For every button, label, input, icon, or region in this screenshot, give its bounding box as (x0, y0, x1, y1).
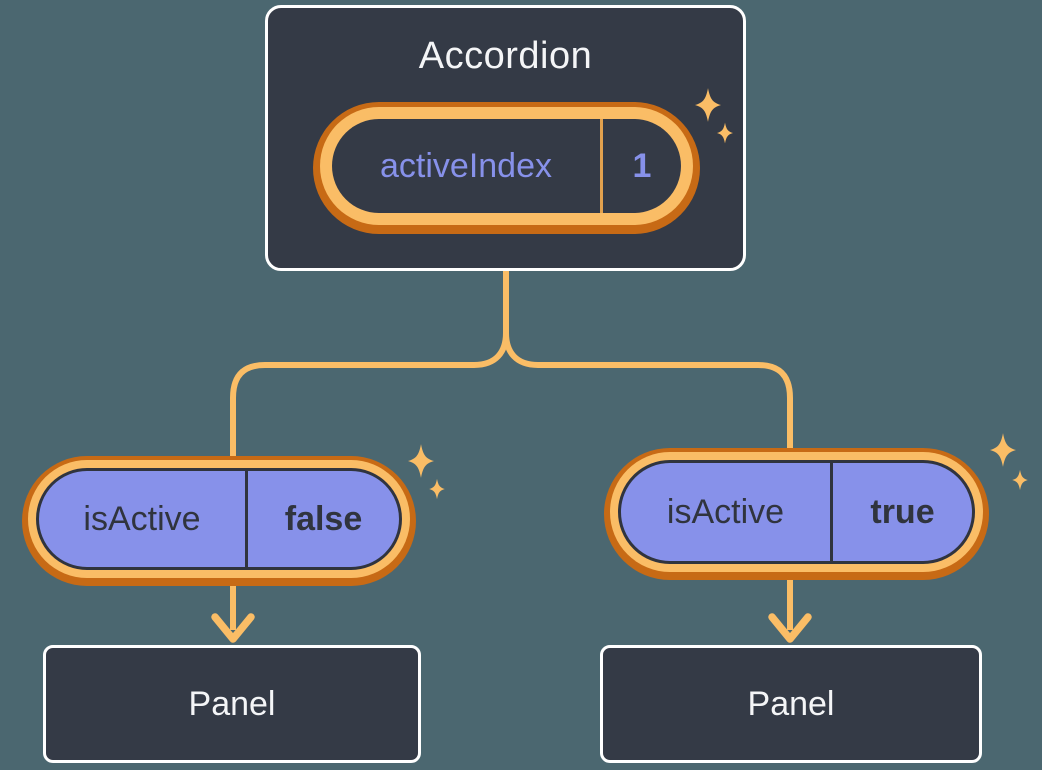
sparkle-icon (717, 122, 733, 144)
state-pill: activeIndex 1 (332, 119, 681, 213)
prop-name: isActive (666, 492, 785, 531)
prop-value: false (284, 499, 363, 538)
prop-value: true (870, 492, 935, 531)
component-box-panel-left: Panel (43, 645, 421, 763)
sparkle-icon (1012, 469, 1028, 491)
state-name: activeIndex (380, 146, 552, 185)
prop-pill-left: isActive false (36, 468, 402, 570)
component-label: Panel (188, 684, 276, 723)
sparkle-icon (990, 433, 1016, 467)
state-value: 1 (632, 146, 652, 185)
prop-pill-right: isActive true (618, 460, 975, 564)
component-label: Panel (747, 684, 835, 723)
arrow-down-icon-left (211, 613, 255, 643)
component-box-panel-right: Panel (600, 645, 982, 763)
prop-name: isActive (83, 499, 201, 538)
component-label: Accordion (418, 35, 593, 77)
connector-branch-right (503, 266, 793, 630)
sparkle-icon (408, 444, 434, 478)
sparkle-icon (695, 88, 721, 122)
connector-branch-left (230, 266, 509, 630)
arrow-down-icon-right (768, 613, 812, 643)
pill-divider (245, 471, 248, 567)
sparkle-icon (429, 478, 445, 500)
pill-divider (830, 463, 833, 561)
pill-divider (600, 119, 603, 213)
